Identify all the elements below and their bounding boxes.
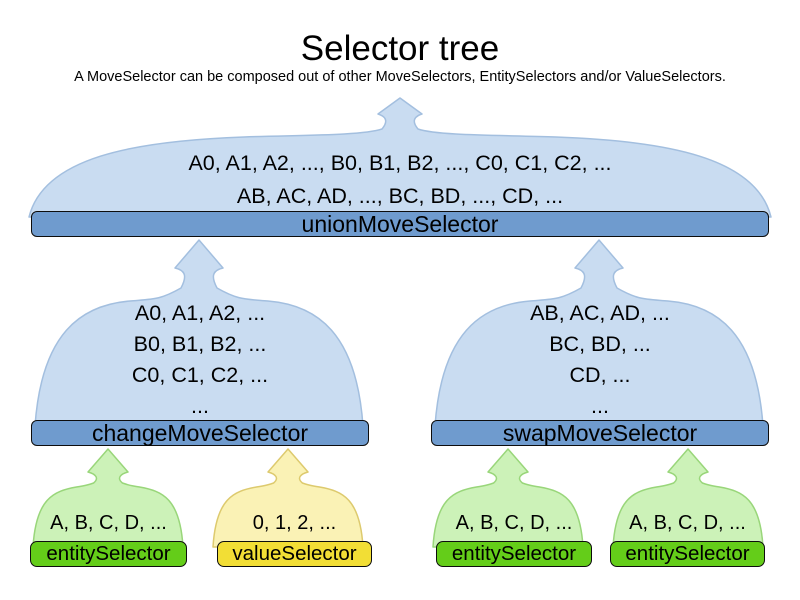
entity2-cloud-arrow-up-icon [432, 448, 584, 548]
union-move-selector-bar: unionMoveSelector [31, 211, 769, 237]
value-cloud-arrow-up-icon [212, 448, 364, 548]
change-values-line: C0, C1, C2, ... [131, 363, 269, 387]
subtitle: A MoveSelector can be composed out of ot… [74, 69, 726, 85]
change-selection-values: A0, A1, A2, ... B0, B1, B2, ... C0, C1, … [40, 298, 360, 422]
value-selection-values: 0, 1, 2, ... [217, 511, 372, 536]
entity1-cloud-arrow-up-icon [32, 448, 184, 548]
swap-move-selector-label: swapMoveSelector [502, 419, 698, 446]
change-move-selector-bar: changeMoveSelector [31, 420, 369, 446]
page-title: Selector tree [300, 29, 500, 68]
entity-selector-label: entitySelector [625, 541, 750, 565]
entity2-values-line: A, B, C, D, ... [455, 512, 573, 534]
union-cloud-arrow-up-icon [28, 97, 772, 218]
union-selection-values: A0, A1, A2, ..., B0, B1, B2, ..., C0, C1… [50, 147, 750, 213]
swap-cloud-arrow-up-icon [434, 239, 764, 427]
entity3-selection-values: A, B, C, D, ... [610, 511, 765, 536]
union-values-line: A0, A1, A2, ..., B0, B1, B2, ..., C0, C1… [188, 151, 612, 175]
value-selector-bar: valueSelector [217, 541, 372, 567]
change-cloud-arrow-up-icon [34, 239, 364, 427]
swap-values-line: BC, BD, ... [549, 332, 651, 356]
change-values-line: ... [191, 394, 209, 418]
entity3-cloud-arrow-up-icon [612, 448, 764, 548]
union-values-line: AB, AC, AD, ..., BC, BD, ..., CD, ... [236, 184, 564, 208]
union-move-selector-label: unionMoveSelector [301, 210, 499, 237]
value-values-line: 0, 1, 2, ... [252, 512, 337, 534]
entity2-selection-values: A, B, C, D, ... [436, 511, 592, 536]
entity-selector-label: entitySelector [451, 541, 577, 565]
entity1-values-line: A, B, C, D, ... [50, 512, 167, 534]
entity3-values-line: A, B, C, D, ... [629, 512, 746, 534]
swap-move-selector-bar: swapMoveSelector [431, 420, 769, 446]
change-values-line: B0, B1, B2, ... [133, 332, 267, 356]
value-selector-label: valueSelector [232, 541, 357, 565]
entity1-selection-values: A, B, C, D, ... [30, 511, 187, 536]
entity-selector-bar: entitySelector [30, 541, 187, 567]
entity-selector-bar: entitySelector [436, 541, 592, 567]
swap-selection-values: AB, AC, AD, ... BC, BD, ... CD, ... ... [440, 298, 760, 422]
change-move-selector-label: changeMoveSelector [91, 419, 309, 446]
entity-selector-bar: entitySelector [610, 541, 765, 567]
change-values-line: A0, A1, A2, ... [134, 301, 266, 325]
swap-values-line: AB, AC, AD, ... [530, 301, 670, 325]
swap-values-line: ... [591, 394, 609, 418]
swap-values-line: CD, ... [569, 363, 631, 387]
entity-selector-label: entitySelector [46, 541, 171, 565]
